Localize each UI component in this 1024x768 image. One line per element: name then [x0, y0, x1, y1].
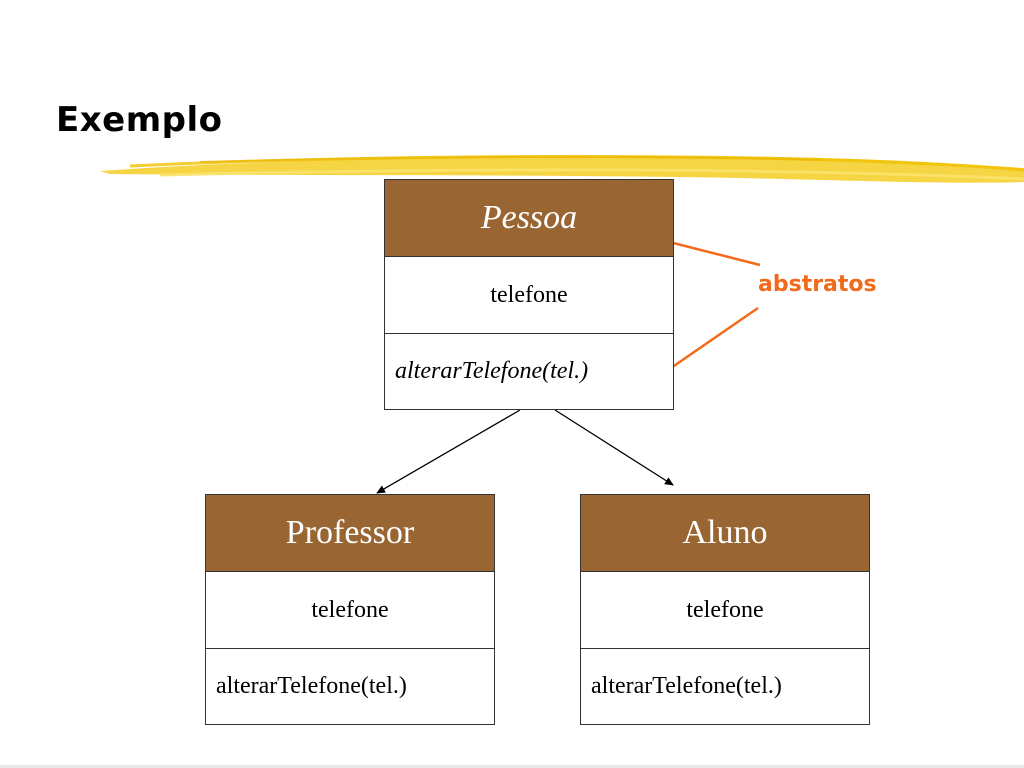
class-aluno: Aluno telefone alterarTelefone(tel.) [580, 494, 870, 725]
class-attribute: telefone [385, 257, 673, 334]
class-method: alterarTelefone(tel.) [591, 673, 782, 699]
arrow-to-professor [376, 409, 521, 494]
class-name: Pessoa [385, 180, 673, 257]
slide-footer-divider [0, 765, 1024, 768]
class-attribute: telefone [581, 572, 869, 649]
class-professor: Professor telefone alterarTelefone(tel.) [205, 494, 495, 725]
arrow-to-aluno [554, 409, 674, 486]
class-name: Professor [206, 495, 494, 572]
class-attribute: telefone [206, 572, 494, 649]
slide-title: Exemplo [56, 100, 223, 140]
abstract-note: abstratos [758, 272, 877, 297]
class-name: Aluno [581, 495, 869, 572]
class-pessoa: Pessoa telefone alterarTelefone(tel.) [384, 179, 674, 410]
highlighter-stroke-icon [100, 154, 1024, 183]
class-method: alterarTelefone(tel.) [395, 358, 589, 384]
class-method: alterarTelefone(tel.) [216, 673, 407, 699]
